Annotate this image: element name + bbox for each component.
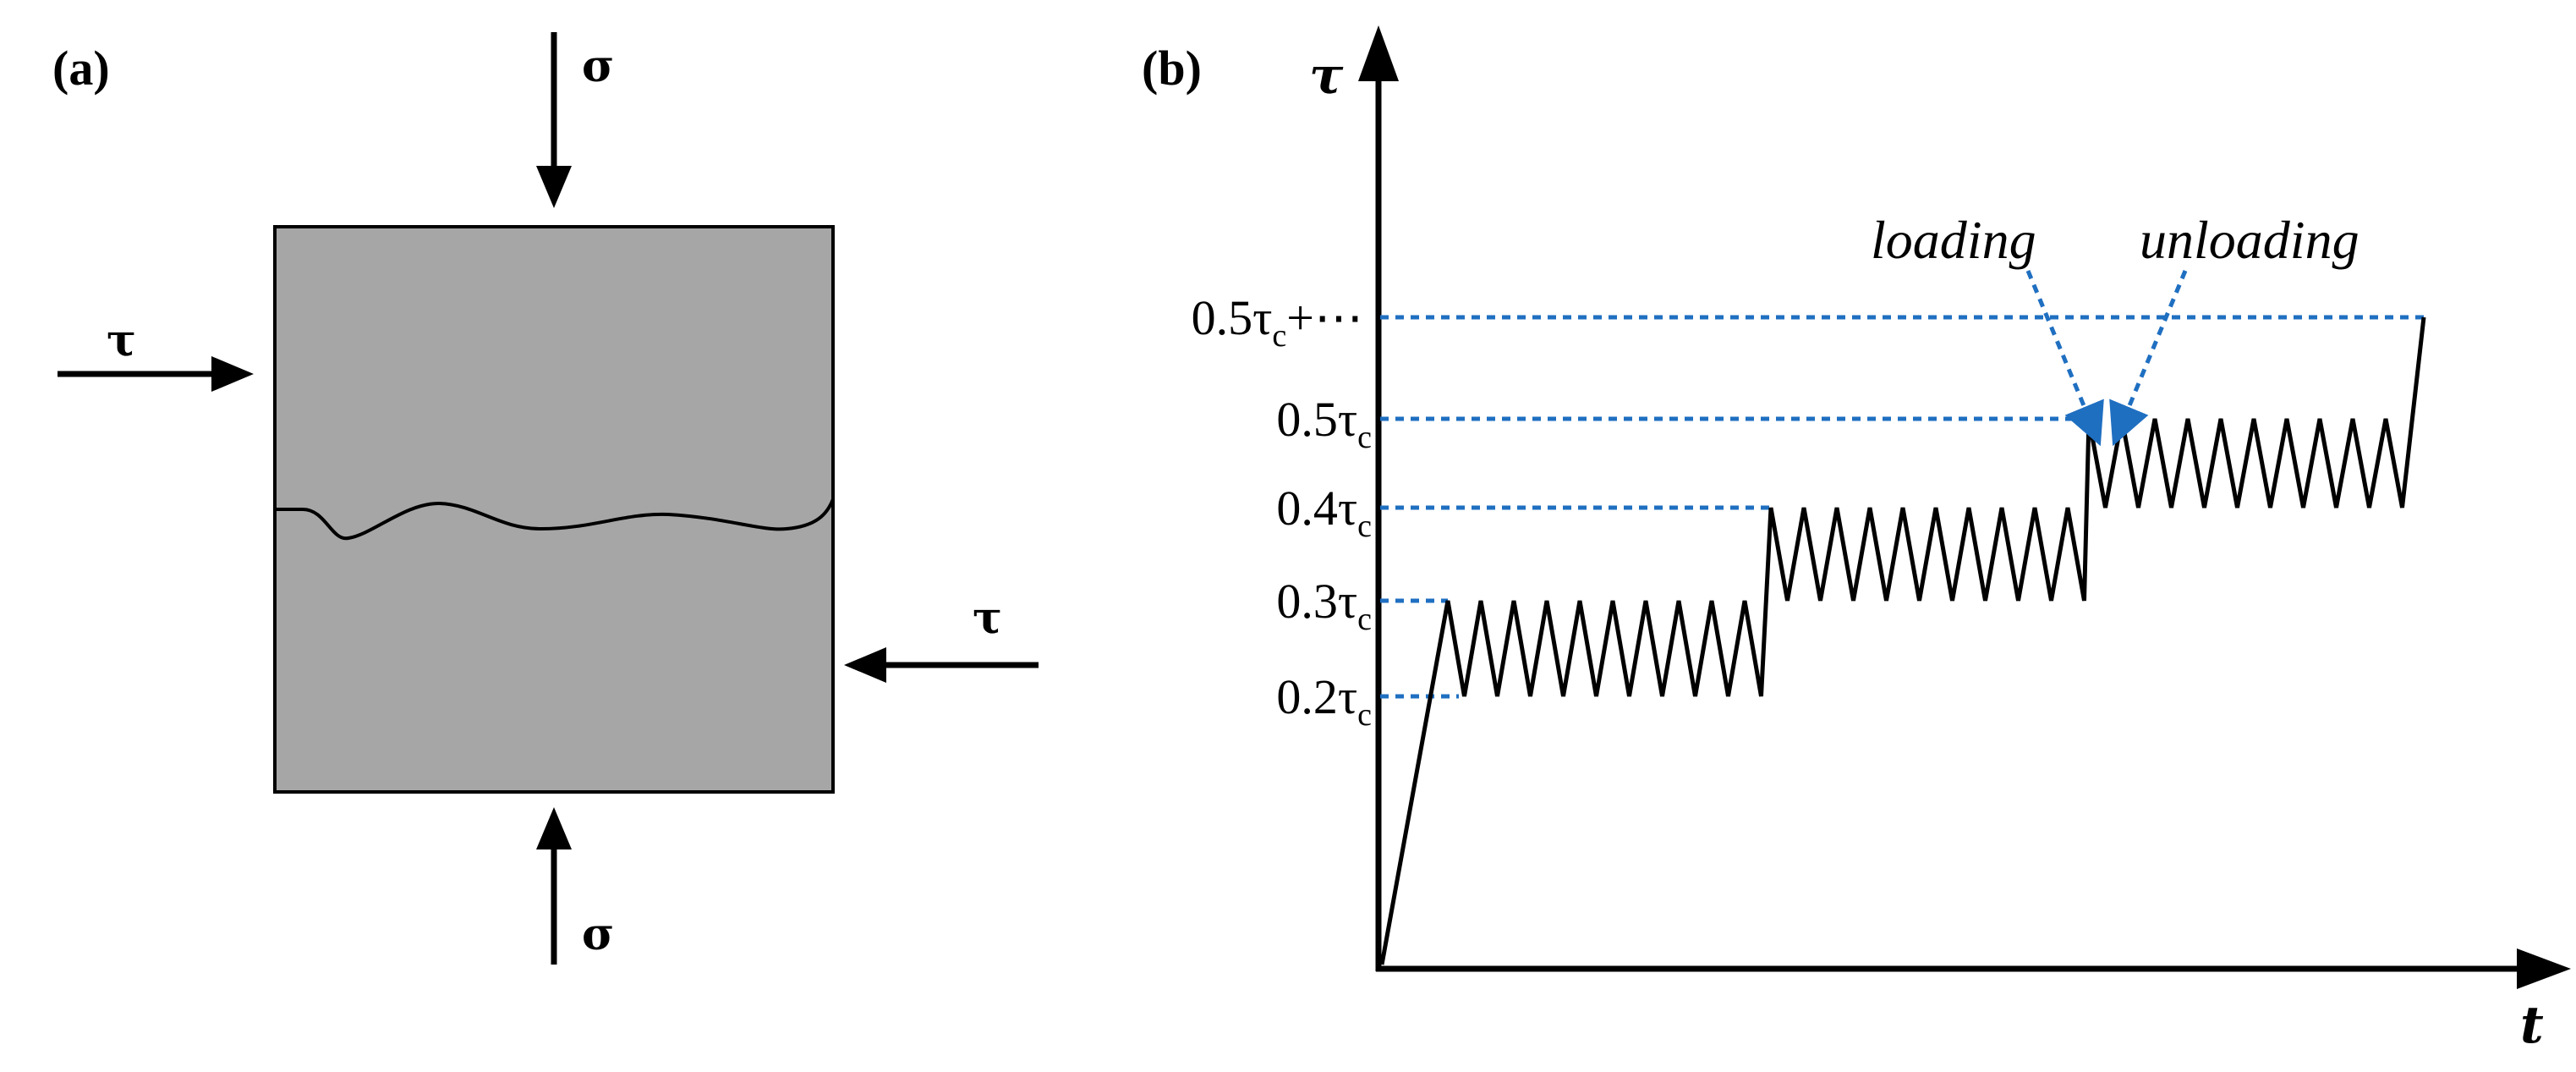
panel-a: (a) σ σ τ τ — [52, 32, 1039, 965]
sigma-top-label: σ — [582, 41, 614, 92]
joint-surface-line — [277, 498, 835, 541]
x-axis — [1376, 948, 2571, 989]
panel-b: (b) τ t 0.2τc 0.3τc 0.4τc 0.5τc 0.5τc+⋯ load… — [1142, 25, 2571, 1055]
level-label: 0.2τc — [1276, 669, 1372, 733]
guide-lines — [1380, 315, 2424, 699]
x-axis-label: t — [2520, 996, 2544, 1055]
level-label: 0.5τc — [1276, 392, 1372, 455]
tau-right-label: τ — [973, 592, 1002, 644]
level-label: 0.4τc — [1276, 481, 1372, 544]
y-axis-label: τ — [1309, 47, 1344, 106]
y-axis — [1358, 25, 1399, 971]
unloading-pointer-arrow — [2109, 270, 2188, 447]
level-label: 0.3τc — [1276, 574, 1372, 637]
panel-b-label: (b) — [1142, 41, 1202, 96]
loading-pointer-arrow — [2025, 270, 2104, 447]
tau-left-arrow — [58, 356, 254, 392]
specimen-block — [273, 225, 835, 794]
level-labels: 0.2τc 0.3τc 0.4τc 0.5τc 0.5τc+⋯ — [1192, 290, 1372, 733]
tau-left-label: τ — [107, 315, 136, 366]
tau-right-arrow — [844, 647, 1039, 683]
panel-a-label: (a) — [52, 41, 110, 96]
level-label: 0.5τc+⋯ — [1192, 290, 1363, 354]
sigma-bottom-label: σ — [582, 909, 614, 960]
loading-annotation: loading — [1871, 210, 2036, 270]
sigma-top-arrow — [536, 32, 572, 208]
unloading-annotation: unloading — [2140, 210, 2360, 270]
loading-curve — [1379, 316, 2426, 965]
sigma-bottom-arrow — [536, 807, 572, 965]
